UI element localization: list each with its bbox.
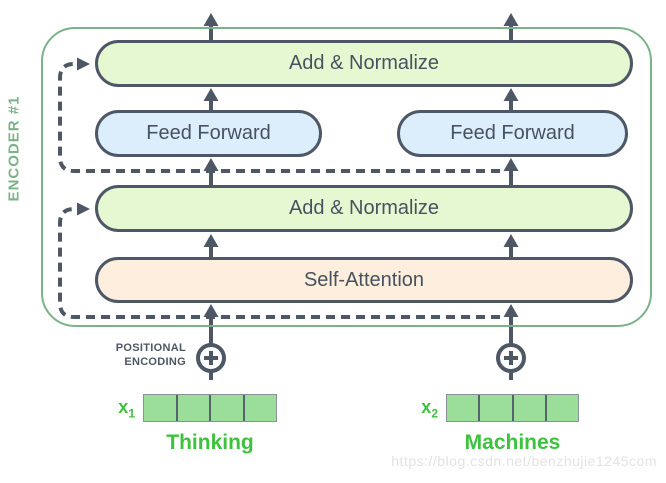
ff-to-addnorm-arrow-left bbox=[203, 88, 219, 110]
embedding-cell bbox=[547, 395, 578, 421]
residual-path-upper bbox=[58, 57, 500, 173]
layer-label: Feed Forward bbox=[146, 122, 271, 144]
input-arrow-right bbox=[503, 304, 519, 344]
ff-to-addnorm-arrow-right bbox=[503, 88, 519, 110]
output-arrow-left bbox=[203, 13, 219, 40]
positional-encoding-line2: ENCODING bbox=[124, 355, 186, 368]
positional-encoding-plus-icon-left bbox=[196, 343, 226, 380]
encoder-border bbox=[41, 27, 652, 327]
embedding-cell bbox=[447, 395, 481, 421]
token-label-x2: x2 bbox=[421, 397, 438, 421]
embedding-cell bbox=[211, 395, 245, 421]
residual-path-lower bbox=[58, 202, 500, 319]
layer-label: Feed Forward bbox=[450, 122, 575, 144]
embedding-bar-x1 bbox=[143, 394, 277, 422]
layer-label: Add & Normalize bbox=[288, 197, 440, 219]
layer-label: Self-Attention bbox=[303, 268, 425, 291]
positional-encoding-label: POSITIONAL ENCODING bbox=[88, 342, 186, 369]
token-word-thinking: Thinking bbox=[166, 431, 254, 454]
layer-feed-forward-left: Feed Forward bbox=[95, 110, 322, 157]
token-word-machines: Machines bbox=[464, 431, 561, 454]
token-label-x1: x1 bbox=[118, 397, 135, 421]
input-arrow-left bbox=[203, 304, 219, 344]
encoder-label: ENCODER #1 bbox=[5, 95, 23, 202]
layer-add-normalize-bottom: Add & Normalize bbox=[95, 185, 633, 232]
positional-encoding-plus-icon-right bbox=[496, 343, 526, 380]
layer-feed-forward-right: Feed Forward bbox=[397, 110, 628, 157]
output-arrow-right bbox=[503, 13, 519, 40]
embedding-cell bbox=[144, 395, 178, 421]
sa-to-addnorm-arrow-left bbox=[203, 234, 219, 257]
layer-self-attention: Self-Attention bbox=[95, 257, 633, 303]
embedding-cell bbox=[178, 395, 211, 421]
sa-to-addnorm-arrow-right bbox=[503, 234, 519, 257]
layer-label: Add & Normalize bbox=[288, 52, 440, 74]
embedding-cell bbox=[514, 395, 547, 421]
layer-add-normalize-top: Add & Normalize bbox=[95, 40, 633, 87]
embedding-bar-x2 bbox=[446, 394, 579, 422]
embedding-cell bbox=[480, 395, 514, 421]
positional-encoding-line1: POSITIONAL bbox=[115, 342, 186, 354]
embedding-cell bbox=[245, 395, 277, 421]
watermark: https://blog.csdn.net/benzhujie1245com bbox=[391, 453, 657, 469]
addnorm-to-ff-arrow-right bbox=[503, 158, 519, 185]
